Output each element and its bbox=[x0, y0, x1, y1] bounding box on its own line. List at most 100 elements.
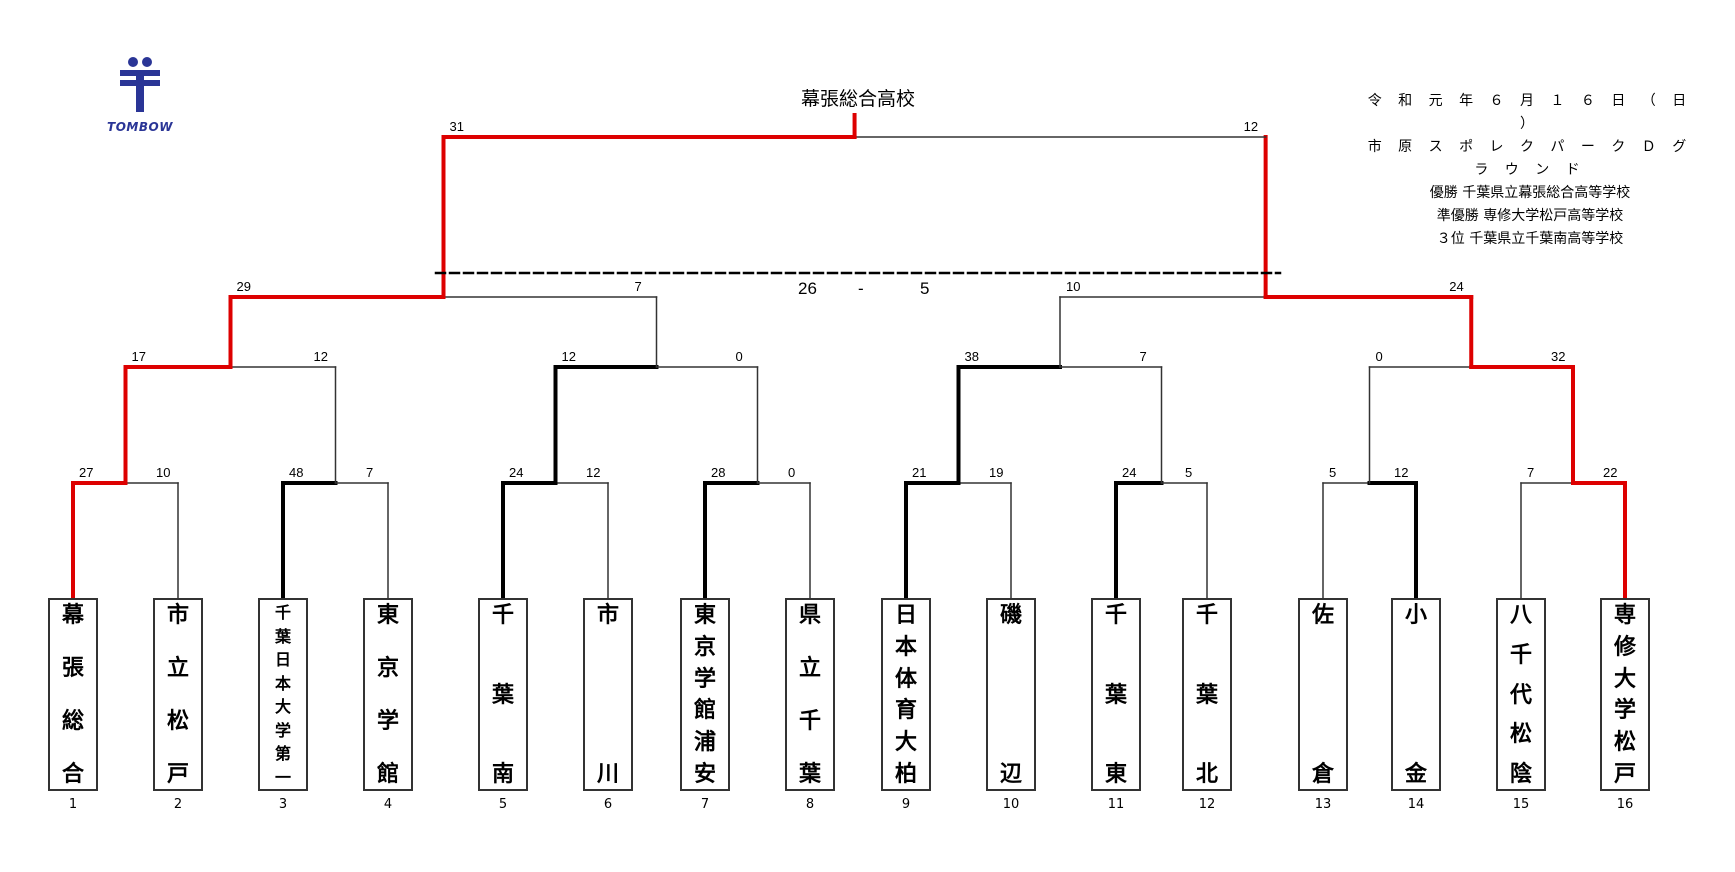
score-left: 17 bbox=[131, 349, 146, 364]
team-name-char: 立 bbox=[166, 656, 189, 681]
seed-number: 6 bbox=[603, 797, 613, 812]
team-box: 専修大学松戸 bbox=[1600, 598, 1650, 791]
seed-number: 10 bbox=[1002, 797, 1020, 812]
team-name-char: 東 bbox=[376, 603, 399, 628]
seed-number: 14 bbox=[1407, 797, 1425, 812]
team-name-char: 学 bbox=[376, 709, 399, 734]
team-name-char: 浦 bbox=[693, 730, 716, 756]
team-name-char: 倉 bbox=[1311, 762, 1334, 787]
score-right: 7 bbox=[1139, 349, 1147, 364]
team-name-char: 千 bbox=[1509, 642, 1532, 668]
team-name-char: 総 bbox=[61, 709, 84, 734]
team-name-char: 川 bbox=[596, 762, 619, 787]
score-left: 7 bbox=[1527, 465, 1535, 480]
team-box: 千葉南 bbox=[478, 598, 528, 791]
score-left: 24 bbox=[1122, 465, 1137, 480]
team-name-char: 合 bbox=[61, 762, 84, 787]
team-box: 千葉東 bbox=[1091, 598, 1141, 791]
team-name-char: 大 bbox=[894, 730, 917, 756]
team-name-char: 佐 bbox=[1311, 603, 1334, 628]
score-left: 21 bbox=[912, 465, 927, 480]
team-name-char: 京 bbox=[693, 634, 716, 660]
score-right: 0 bbox=[735, 349, 743, 364]
score-right: 10 bbox=[156, 465, 171, 480]
score-left: 24 bbox=[509, 465, 524, 480]
team-box: 市立松戸 bbox=[153, 598, 203, 791]
seed-number: 1 bbox=[68, 797, 78, 812]
score-left: 10 bbox=[1066, 279, 1081, 294]
seed-number: 16 bbox=[1616, 797, 1634, 812]
score-right: 12 bbox=[586, 465, 601, 480]
team-name-char: 本 bbox=[894, 634, 917, 660]
team-name-char: 北 bbox=[1195, 762, 1218, 787]
team-box: 千葉日本大学第一 bbox=[258, 598, 308, 791]
team-box: 東京学館 bbox=[363, 598, 413, 791]
team-name-char: 体 bbox=[894, 666, 917, 692]
score-left: 5 bbox=[1329, 465, 1337, 480]
team-name-char: 学 bbox=[274, 720, 291, 740]
team-name-char: 本 bbox=[274, 673, 291, 693]
third-place-separator: - bbox=[858, 279, 864, 298]
venue-text: 市 原 ス ポ レ ク パ ー ク Ｄ グ ラ ウ ン ド bbox=[1367, 139, 1693, 178]
team-box: 八千代松陰 bbox=[1496, 598, 1546, 791]
score-right: 12 bbox=[1394, 465, 1409, 480]
third-place-score: 5 bbox=[920, 279, 930, 298]
team-name-char: 小 bbox=[1404, 603, 1427, 628]
team-name-char: 葉 bbox=[491, 682, 514, 708]
score-left: 29 bbox=[236, 279, 251, 294]
champion-label: 幕張総合高校 bbox=[800, 88, 915, 110]
team-name-char: 日 bbox=[274, 650, 291, 670]
team-name-char: 張 bbox=[61, 656, 84, 681]
team-name-char: 葉 bbox=[1195, 682, 1218, 708]
tombow-logo-icon bbox=[100, 52, 180, 142]
team-name-char: 千 bbox=[1195, 603, 1218, 628]
team-name-char: 葉 bbox=[1104, 682, 1127, 708]
date-text: 令 和 元 年 ６ 月 １ ６ 日 （ 日 ） bbox=[1367, 93, 1693, 132]
winner-text: 優勝 千葉県立幕張総合高等学校 bbox=[1429, 185, 1631, 201]
score-left: 48 bbox=[289, 465, 304, 480]
seed-number: 12 bbox=[1198, 797, 1216, 812]
score-right: 32 bbox=[1551, 349, 1566, 364]
team-name-char: 専 bbox=[1613, 603, 1636, 628]
team-name-char: 金 bbox=[1404, 762, 1427, 787]
team-name-char: 千 bbox=[798, 709, 821, 734]
team-name-char: 修 bbox=[1613, 634, 1636, 660]
score-right: 5 bbox=[1185, 465, 1193, 480]
team-name-char: 陰 bbox=[1509, 762, 1532, 787]
team-name-char: 代 bbox=[1509, 682, 1532, 708]
score-left: 38 bbox=[964, 349, 979, 364]
seed-number: 2 bbox=[173, 797, 183, 812]
team-name-char: 大 bbox=[1613, 666, 1636, 692]
team-name-char: 辺 bbox=[999, 762, 1022, 787]
team-name-char: 館 bbox=[376, 762, 399, 787]
score-left: 31 bbox=[449, 119, 464, 134]
team-box: 幕張総合 bbox=[48, 598, 98, 791]
seed-number: 13 bbox=[1314, 797, 1332, 812]
score-left: 27 bbox=[79, 465, 94, 480]
team-name-char: 市 bbox=[166, 603, 189, 628]
team-name-char: 県 bbox=[798, 603, 821, 628]
score-left: 28 bbox=[711, 465, 726, 480]
team-name-char: 千 bbox=[491, 603, 514, 628]
team-box: 佐倉 bbox=[1298, 598, 1348, 791]
team-name-char: 東 bbox=[693, 603, 716, 628]
team-name-char: 東 bbox=[1104, 762, 1127, 787]
team-box: 市川 bbox=[583, 598, 633, 791]
tournament-info: 令 和 元 年 ６ 月 １ ６ 日 （ 日 ） 市 原 ス ポ レ ク パ ー … bbox=[1360, 90, 1700, 251]
team-box: 小金 bbox=[1391, 598, 1441, 791]
score-left: 0 bbox=[1375, 349, 1383, 364]
team-name-char: 安 bbox=[693, 761, 716, 787]
score-right: 7 bbox=[634, 279, 642, 294]
score-right: 12 bbox=[1243, 119, 1259, 134]
team-name-char: 八 bbox=[1509, 603, 1532, 628]
team-name-char: 千 bbox=[1104, 603, 1127, 628]
team-name-char: 一 bbox=[274, 767, 291, 787]
team-name-char: 育 bbox=[894, 698, 917, 724]
score-right: 7 bbox=[366, 465, 374, 480]
team-name-char: 戸 bbox=[1613, 761, 1636, 787]
seed-number: 9 bbox=[901, 797, 911, 812]
team-box: 千葉北 bbox=[1182, 598, 1232, 791]
score-right: 19 bbox=[989, 465, 1004, 480]
score-right: 0 bbox=[788, 465, 796, 480]
score-left: 12 bbox=[561, 349, 576, 364]
